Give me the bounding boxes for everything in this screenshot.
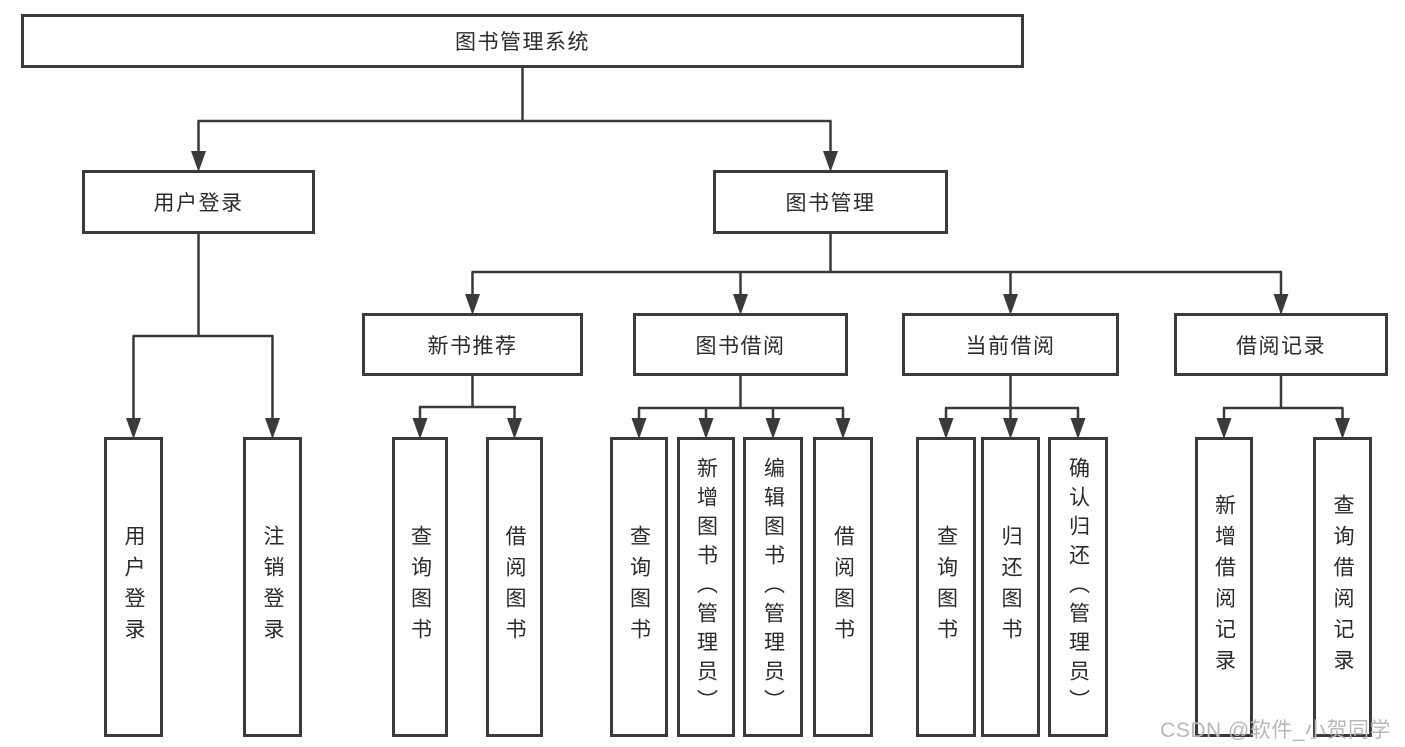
leaf-cb-query-books: 查询图书 [916,437,976,737]
leaf-rec-borrow-books-label: 借阅图书 [503,525,526,649]
node-root: 图书管理系统 [21,14,1024,68]
csdn-watermark: CSDN @软件_小贺同学 [1160,719,1391,742]
node-new-book-rec: 新书推荐 [362,313,583,376]
leaf-bb-add-books-admin: 新增图书（管理员） [677,437,735,737]
node-borrow-records-label: 借阅记录 [1236,334,1326,358]
node-book-borrow: 图书借阅 [633,313,848,376]
leaf-bb-borrow-books: 借阅图书 [813,437,873,737]
leaf-logout-label: 注销登录 [261,525,284,649]
leaf-rec-query-books-label: 查询图书 [408,525,432,649]
leaf-cb-confirm-return-admin: 确认归还（管理员） [1048,437,1108,737]
node-current-borrow: 当前借阅 [902,313,1119,376]
node-book-borrow-label: 图书借阅 [695,334,786,358]
leaf-br-add-record-label: 新增借阅记录 [1212,494,1236,680]
leaf-bb-query-books: 查询图书 [610,437,668,737]
node-current-borrow-label: 当前借阅 [965,334,1056,358]
node-borrow-records: 借阅记录 [1174,313,1388,376]
leaf-cb-confirm-return-admin-label: 确认归还（管理员） [1066,456,1090,718]
leaf-bb-borrow-books-label: 借阅图书 [831,525,855,649]
leaf-br-query-record-label: 查询借阅记录 [1331,494,1354,680]
node-book-mgmt-label: 图书管理 [785,192,876,215]
node-book-mgmt: 图书管理 [713,170,948,234]
leaf-br-query-record: 查询借阅记录 [1313,437,1372,737]
node-root-label: 图书管理系统 [455,31,590,54]
leaf-user-login: 用户登录 [104,437,163,737]
leaf-logout: 注销登录 [243,437,302,737]
node-user-login-label: 用户登录 [153,192,244,215]
node-user-login: 用户登录 [82,170,315,234]
leaf-bb-edit-books-admin: 编辑图书（管理员） [743,437,803,737]
leaf-cb-return-books: 归还图书 [981,437,1040,737]
leaf-bb-add-books-admin-label: 新增图书（管理员） [694,456,718,718]
leaf-br-add-record: 新增借阅记录 [1195,437,1253,737]
leaf-rec-query-books: 查询图书 [392,437,448,737]
leaf-user-login-label: 用户登录 [122,525,145,649]
leaf-bb-edit-books-admin-label: 编辑图书（管理员） [761,456,785,718]
leaf-cb-query-books-label: 查询图书 [934,525,958,649]
leaf-rec-borrow-books: 借阅图书 [486,437,543,737]
node-new-book-rec-label: 新书推荐 [427,334,518,358]
leaf-cb-return-books-label: 归还图书 [999,525,1022,649]
leaf-bb-query-books-label: 查询图书 [627,525,651,649]
